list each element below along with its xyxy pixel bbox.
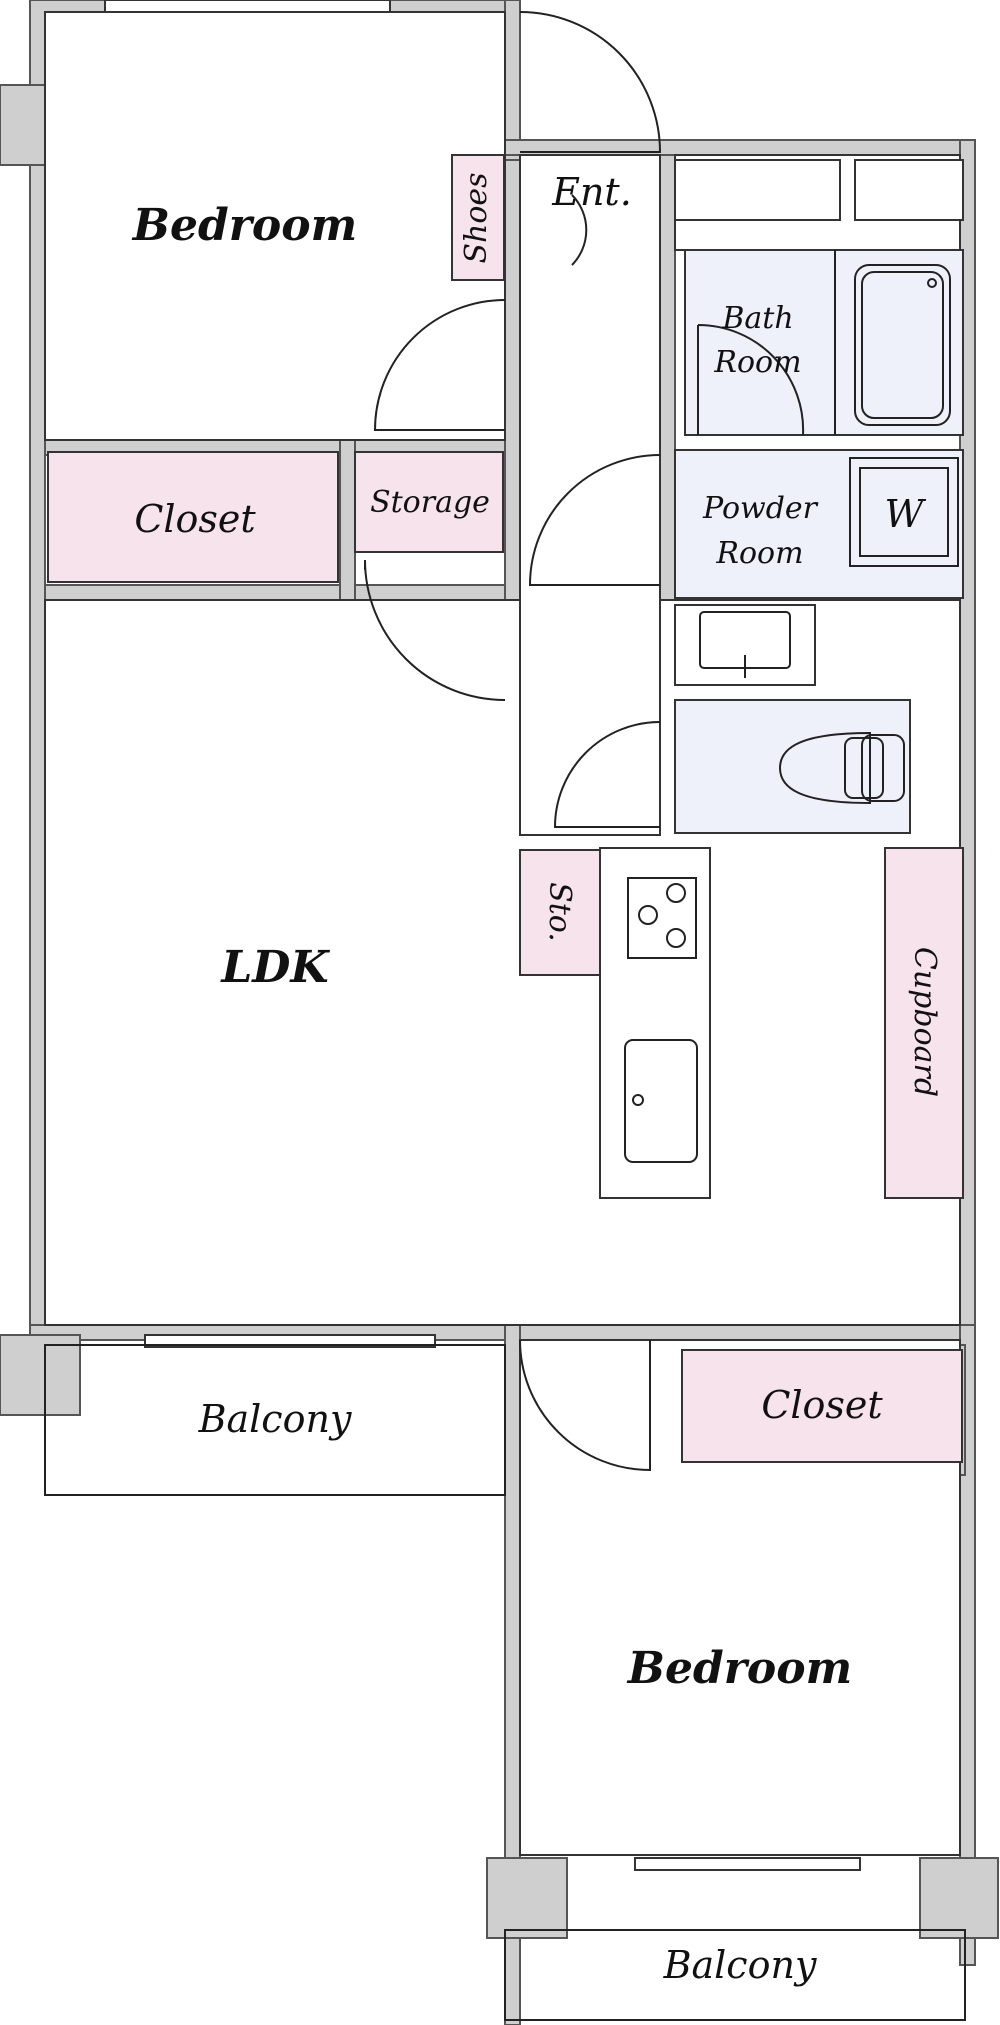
- cupboard-label: Cupboard: [907, 947, 942, 1097]
- toilet-room: [674, 699, 911, 834]
- closet-bottom: [681, 1349, 963, 1463]
- closet-bottom-label: Closet: [761, 1383, 883, 1427]
- shoes-label: Shoes: [459, 172, 494, 263]
- balcony-left: [44, 1344, 506, 1496]
- balcony-left-label: Balcony: [198, 1397, 352, 1441]
- storage: [354, 451, 504, 553]
- kitchen-sink-icon: [624, 1039, 698, 1163]
- bathtub-icon: [854, 264, 951, 426]
- washer-label: W: [884, 492, 926, 536]
- entrance-label: Ent.: [551, 170, 632, 214]
- toilet-icon: [778, 731, 905, 805]
- sto-label: Sto.: [542, 882, 577, 942]
- storage-areas: [47, 154, 964, 1463]
- ldk-label: LDK: [219, 942, 330, 993]
- closet-top-label: Closet: [134, 497, 256, 541]
- stove-icon: [627, 877, 697, 959]
- room-labels: Bedroom Closet Storage Shoes Ent. Bath R…: [131, 170, 942, 1987]
- bedroom-bottom-label: Bedroom: [626, 1643, 852, 1694]
- kitchen-counter: [599, 847, 711, 1199]
- sto-cabinet: [519, 849, 601, 976]
- powder-room-label-line1: Powder: [702, 491, 819, 526]
- bedroom-top-label: Bedroom: [131, 200, 357, 251]
- bath-room-label-line2: Room: [713, 345, 801, 380]
- balcony-bottom-label: Balcony: [663, 1943, 817, 1987]
- fixtures: [599, 250, 959, 1199]
- shoes-cabinet: [451, 154, 505, 281]
- bath-room-label-line1: Bath: [721, 301, 793, 336]
- storage-label: Storage: [370, 485, 490, 520]
- powder-room-label-line2: Room: [715, 536, 803, 571]
- cupboard: [884, 847, 964, 1199]
- bath-room: [684, 249, 964, 436]
- doors: [364, 11, 805, 1472]
- balconies: [44, 1344, 966, 2021]
- storage-shelf-2: [854, 159, 964, 221]
- wet-areas: [674, 159, 964, 834]
- storage-shelf-1: [674, 159, 841, 221]
- powder-room: [674, 449, 964, 599]
- washer-icon: [849, 457, 959, 567]
- balcony-bottom: [504, 1929, 966, 2021]
- closet-top: [47, 451, 339, 583]
